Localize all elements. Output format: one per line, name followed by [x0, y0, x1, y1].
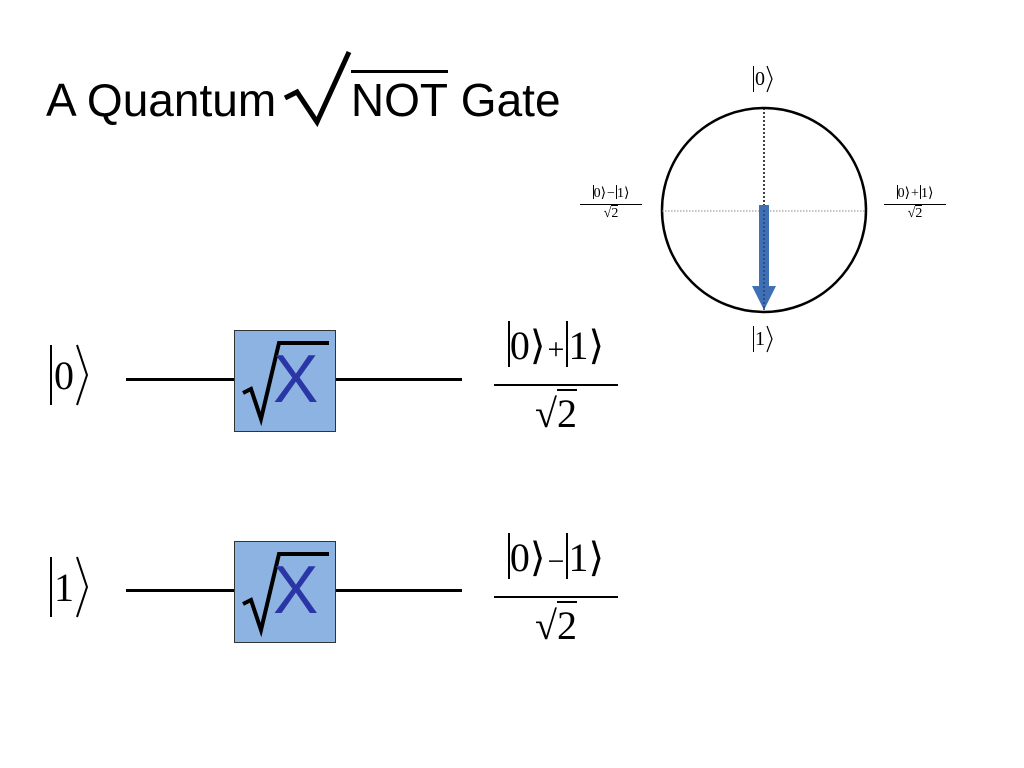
bloch-right-label: 0⟩+1⟩ √2 — [884, 184, 946, 223]
bloch-left-label: 0⟩−1⟩ √2 — [580, 184, 642, 223]
circuit-1-input-value: 0 — [54, 352, 74, 398]
circuit-2-wire-out — [336, 589, 462, 592]
sqrt-icon — [242, 552, 329, 638]
circuit-1-wire-out — [336, 378, 462, 381]
bloch-diagram — [660, 106, 868, 314]
circuit-2-input-value: 1 — [54, 564, 74, 610]
circuit-1-gate: X — [234, 330, 336, 432]
title-suffix: Gate — [448, 74, 561, 126]
circuit-2-output: 0⟩−1⟩ √2 — [494, 528, 618, 654]
ket-angle-icon — [76, 344, 88, 406]
sqrt-icon — [242, 341, 329, 427]
circuit-2-wire-in — [126, 589, 234, 592]
circuit-1-wire-in — [126, 378, 234, 381]
bloch-top-ket-value: 0 — [755, 67, 765, 90]
bloch-top-label: 0 — [753, 64, 773, 94]
title-prefix: A Quantum — [46, 74, 289, 126]
circuit-1-input-ket: 0 — [50, 342, 88, 408]
circuit-1-output: 0⟩+1⟩ √2 — [494, 316, 618, 442]
circuit-2-input-ket: 1 — [50, 554, 88, 620]
bloch-bottom-label: 1 — [753, 324, 773, 354]
title-radical-icon — [283, 50, 352, 128]
circuit-2-gate-symbol: X — [273, 552, 319, 628]
slide-title: A Quantum NOT Gate — [46, 46, 561, 128]
circuit-2-gate: X — [234, 541, 336, 643]
ket-angle-icon — [76, 556, 88, 618]
ket-angle-icon — [766, 325, 773, 353]
circuit-1-gate-symbol: X — [273, 341, 319, 417]
bloch-bottom-ket-value: 1 — [755, 327, 765, 350]
title-radical-text: NOT — [350, 70, 449, 125]
ket-angle-icon — [766, 65, 773, 93]
